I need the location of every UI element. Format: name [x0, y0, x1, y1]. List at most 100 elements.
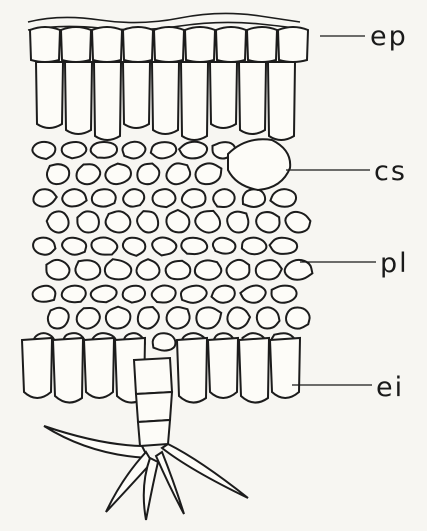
epidermis-cell: [278, 27, 308, 62]
parenchyma-cell: [167, 307, 190, 328]
parenchyma-cell: [212, 286, 235, 303]
palisade-cell: [210, 62, 237, 128]
palisade-cell: [152, 62, 179, 134]
parenchyma-cell: [270, 189, 296, 207]
epidermis-cell: [216, 27, 246, 62]
parenchyma-cell: [91, 142, 117, 158]
palisade-cell: [268, 62, 295, 140]
palisade-cell: [36, 62, 63, 128]
parenchyma-cell: [179, 142, 207, 159]
parenchyma-cell: [152, 286, 176, 303]
label-ep: ep: [370, 21, 408, 52]
epidermis-cell: [185, 27, 215, 62]
lower-epidermis-cell: [84, 338, 114, 398]
label-ei: ei: [376, 372, 404, 403]
parenchyma-cell: [166, 210, 189, 232]
parenchyma-cell: [152, 238, 176, 256]
epidermis-cell: [92, 27, 122, 62]
parenchyma-cell: [48, 308, 69, 329]
epidermis-cell: [30, 27, 60, 62]
epidermis-cell: [123, 27, 153, 62]
parenchyma-cell: [105, 259, 131, 279]
parenchyma-cell: [123, 286, 145, 303]
parenchyma-cell: [213, 238, 235, 254]
parenchyma-cell: [75, 260, 100, 280]
parenchyma-cell: [256, 212, 279, 232]
parenchyma-cell: [271, 286, 296, 303]
parenchyma-cell: [47, 164, 69, 184]
parenchyma-cell: [123, 189, 144, 206]
palisade-layer: [36, 62, 295, 140]
parenchyma-cell: [240, 286, 265, 303]
parenchyma-cell: [33, 238, 55, 255]
parenchyma-cell: [226, 260, 249, 280]
parenchyma-cell: [181, 286, 207, 303]
parenchyma-cell: [77, 164, 101, 184]
parenchyma-cell: [62, 142, 87, 158]
parenchyma-cell: [137, 164, 159, 185]
parenchyma-cell: [47, 211, 69, 232]
parenchyma-cell: [138, 307, 159, 329]
parenchyma-cell: [106, 211, 131, 232]
label-pl: pl: [380, 248, 409, 279]
parenchyma-cell: [123, 238, 145, 256]
parenchyma-cell: [33, 189, 56, 206]
epidermis-cell: [154, 27, 184, 62]
parenchyma-cell: [151, 142, 176, 158]
parenchyma-cell: [122, 142, 145, 159]
parenchyma-cell: [181, 238, 207, 254]
parenchyma-cell: [213, 189, 235, 207]
parenchyma-cell: [106, 307, 131, 329]
parenchyma-cell: [62, 189, 86, 206]
lower-epidermis-cell: [22, 338, 52, 398]
parenchyma-cell: [62, 286, 86, 303]
parenchyma-cell: [91, 238, 117, 255]
parenchyma-cell: [77, 211, 99, 232]
parenchyma-cell: [91, 286, 117, 303]
parenchyma-cell: [227, 212, 248, 233]
label-cs: cs: [374, 156, 407, 187]
epidermis-cell: [247, 27, 277, 62]
palisade-cell: [94, 62, 121, 140]
parenchyma-cell: [242, 238, 267, 255]
parenchyma-cell: [92, 189, 116, 206]
parenchyma-cell: [270, 238, 298, 254]
parenchyma-cell: [166, 163, 190, 184]
parenchyma-cell: [105, 164, 131, 185]
palisade-cell: [123, 62, 150, 128]
crystal-cell: [228, 139, 290, 190]
parenchyma-cell: [136, 259, 159, 280]
parenchyma-cell: [152, 189, 175, 207]
parenchyma-cell: [46, 260, 69, 280]
parenchyma-cell: [77, 308, 100, 329]
parenchyma-cell: [166, 261, 191, 279]
lower-epidermis-cell: [53, 338, 83, 403]
lower-epidermis-cell: [270, 338, 300, 398]
parenchyma-cell: [256, 260, 282, 279]
lower-epidermis-cell: [208, 338, 238, 398]
lower-epidermis-cell: [177, 338, 207, 403]
epidermis-cell: [61, 27, 91, 62]
hair-stalk: [134, 358, 172, 446]
parenchyma-cell: [32, 142, 55, 159]
parenchyma-cell: [286, 307, 310, 328]
parenchyma-cell: [285, 212, 310, 233]
parenchyma-cell: [285, 260, 313, 280]
upper-epidermis: [28, 13, 308, 62]
parenchyma-cell: [33, 286, 56, 302]
lower-epidermis-cell: [239, 338, 269, 403]
parenchyma-cell: [182, 189, 206, 207]
parenchyma-cell: [227, 307, 250, 328]
parenchyma-cell: [62, 238, 86, 255]
palisade-cell: [181, 62, 208, 140]
parenchyma-cell: [137, 211, 158, 232]
palisade-cell: [65, 62, 92, 134]
palisade-cell: [239, 62, 266, 134]
parenchyma-cell: [195, 211, 220, 233]
parenchyma-cell: [196, 307, 221, 328]
parenchyma-cell: [153, 333, 176, 350]
parenchyma-cell: [195, 260, 221, 279]
parenchyma-cell: [257, 307, 280, 328]
parenchyma-cell: [195, 163, 221, 184]
